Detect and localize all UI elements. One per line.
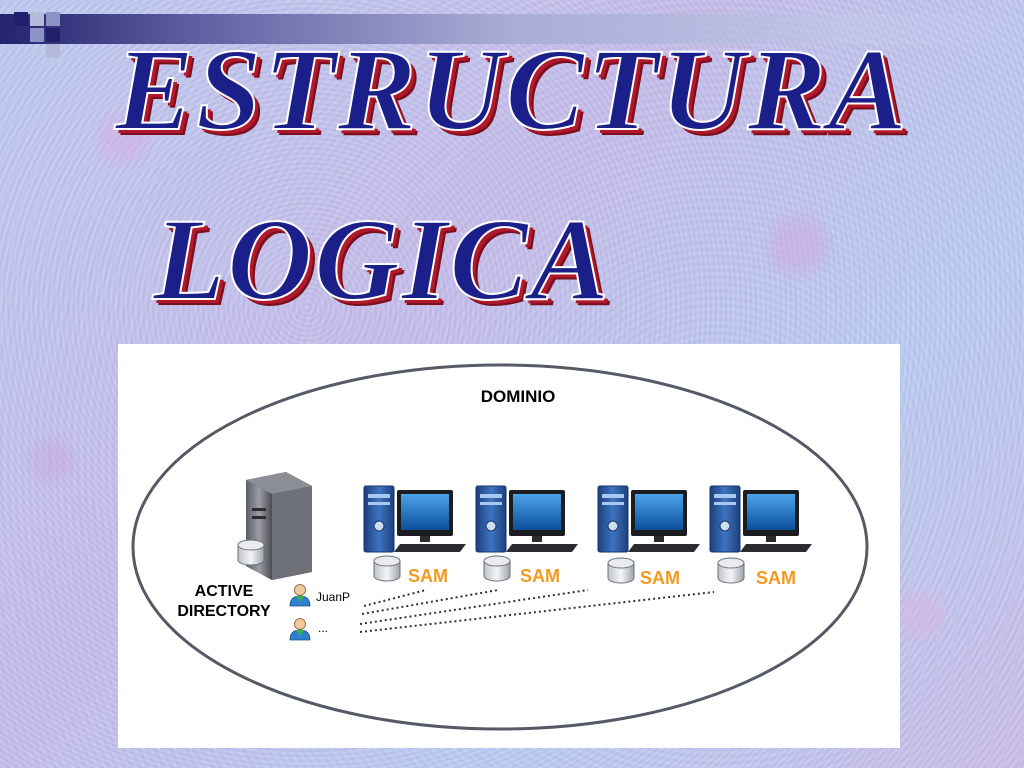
user-label: ... [318,621,328,635]
corner-square [46,28,60,42]
connector-lines [359,589,715,633]
server-label-line2: DIRECTORY [177,603,271,620]
database-icon [607,557,635,584]
sam-label: SAM [756,568,796,588]
database-icon [373,555,401,582]
corner-square [30,12,44,26]
sam-label: SAM [520,566,560,586]
domain-diagram: DOMINIO ACTIVE DIRECTORY JuanP ... SAM S… [118,344,900,748]
corner-square [14,12,28,26]
user-label: JuanP [316,590,350,604]
database-icon [483,555,511,582]
top-gradient-bar [0,14,1024,44]
sam-label: SAM [408,566,448,586]
sam-label: SAM [640,568,680,588]
database-icon [237,539,265,566]
domain-label: DOMINIO [481,387,556,406]
slide-title-line1: ESTRUCTURA [114,24,909,155]
server-label-line1: ACTIVE [195,583,254,600]
database-icon [717,557,745,584]
slide-title-line2: LOGICA [152,194,611,325]
corner-square [46,12,60,26]
corner-square [30,28,44,42]
corner-square [46,44,60,58]
